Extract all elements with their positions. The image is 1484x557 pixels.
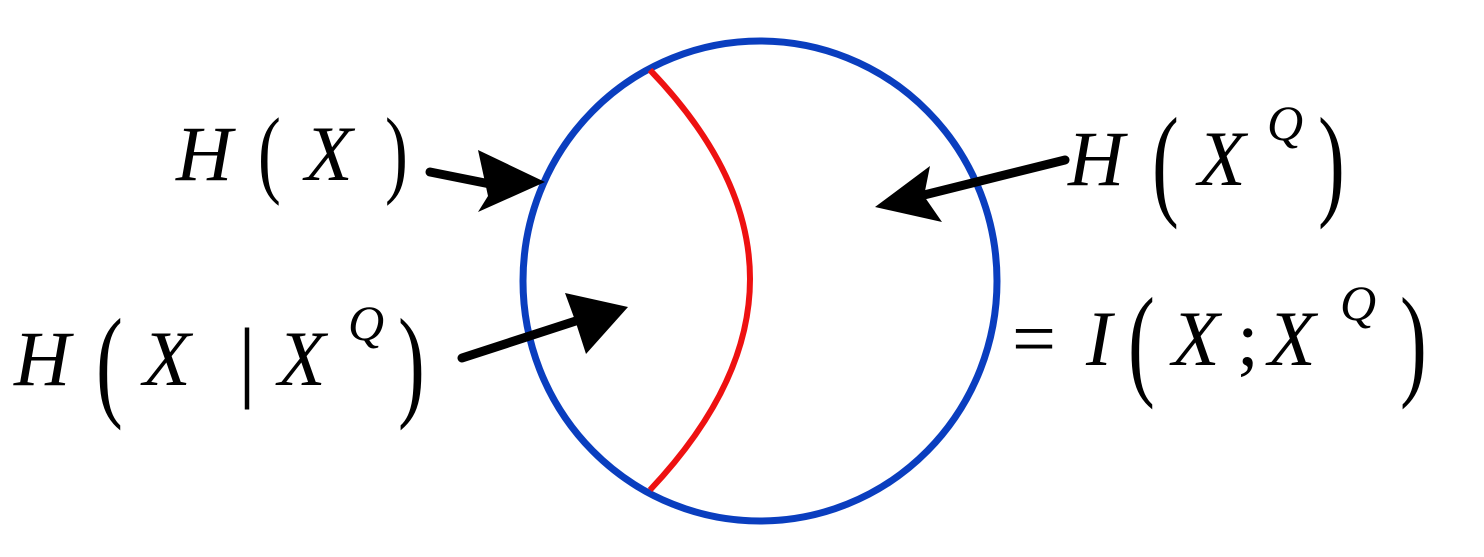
mi-semicolon: ; — [1237, 295, 1259, 382]
entropy-circle — [519, 37, 1001, 525]
mi-superscript: Q — [1340, 275, 1376, 331]
mi-var: X — [1169, 295, 1223, 382]
h-cond-open-paren: ( — [96, 294, 123, 432]
h-xq-close-paren: ) — [1318, 93, 1345, 231]
mi-fn: I — [1085, 295, 1116, 382]
h-xq-superscript: Q — [1267, 95, 1303, 151]
arrow-h-x-given-xq — [457, 293, 628, 363]
h-xq-open-paren: ( — [1152, 93, 1179, 231]
conditional-boundary-arc — [647, 67, 753, 493]
mi-equals: = — [1012, 295, 1056, 382]
h-cond-var: X — [140, 315, 194, 402]
mi-close-paren: ) — [1400, 273, 1427, 411]
h-x-var: X — [302, 110, 356, 197]
h-cond-fn: H — [13, 315, 74, 402]
arrow-h-x — [425, 150, 545, 212]
label-h-x: H ( X ) — [175, 99, 408, 207]
h-x-close-paren: ) — [385, 99, 408, 207]
h-cond-close-paren: ) — [398, 294, 425, 432]
label-mutual-info: = I ( X ; X Q ) — [1012, 273, 1427, 411]
mi-open-paren: ( — [1128, 273, 1155, 411]
h-cond-var2: X — [275, 315, 329, 402]
h-x-open-paren: ( — [258, 99, 281, 207]
label-h-xq: H ( X Q ) — [1067, 93, 1345, 231]
label-h-x-given-xq: H ( X | X Q ) — [13, 294, 425, 432]
h-cond-bar: | — [238, 311, 256, 410]
arrow-h-xq — [875, 155, 1070, 222]
h-xq-var: X — [1195, 115, 1249, 202]
h-x-fn: H — [175, 110, 236, 197]
h-xq-fn: H — [1067, 115, 1128, 202]
mi-var2: X — [1265, 295, 1319, 382]
h-cond-superscript: Q — [348, 295, 384, 351]
